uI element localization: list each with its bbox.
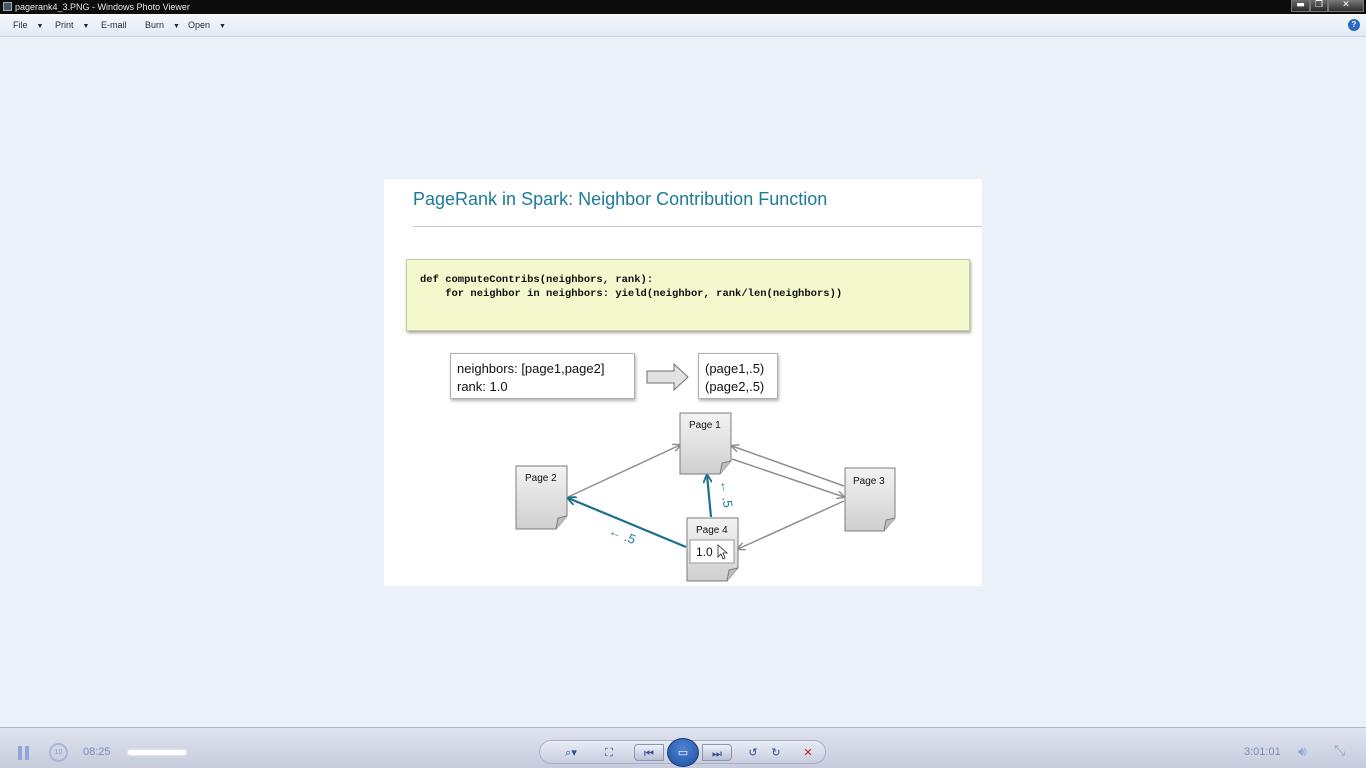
rotate-right-icon[interactable]: ↻	[771, 746, 781, 759]
page1-label: Page 1	[689, 420, 721, 431]
pause-button[interactable]	[17, 746, 30, 760]
contrib-label-page1: ← .5	[717, 479, 736, 508]
output-pair: (page2,.5)	[705, 379, 765, 394]
menu-bar: File ▼ Print ▼ E-mail Burn ▼ Open ▼ ?	[0, 14, 1366, 37]
neighbors-text: neighbors: [page1,page2]	[457, 361, 605, 376]
chevron-down-icon: ▼	[82, 23, 90, 30]
minimize-button[interactable]: ▬	[1291, 0, 1310, 12]
page2-node: Page 2	[515, 465, 568, 530]
help-icon[interactable]: ?	[1348, 19, 1360, 31]
pagerank-graph-diagram: Page 1 Page 2 Page 3 Page 4 1.0 ← .5 ← .…	[515, 362, 896, 582]
page3-label: Page 3	[853, 476, 885, 487]
pause-icon	[18, 746, 22, 760]
page4-node: Page 4 1.0	[686, 517, 739, 582]
page1-node: Page 1	[679, 412, 732, 475]
open-menu-label: Open	[188, 20, 211, 30]
maximize-button[interactable]: ❐	[1310, 0, 1328, 12]
rank-text: rank: 1.0	[457, 379, 508, 394]
page3-node: Page 3	[844, 467, 896, 532]
seek-progress-bar[interactable]	[128, 750, 186, 755]
email-label: E-mail	[101, 20, 127, 30]
page4-label: Page 4	[696, 525, 728, 536]
chevron-down-icon: ▼	[173, 23, 180, 30]
open-menu[interactable]: Open ▼	[188, 14, 226, 37]
close-button[interactable]: ✕	[1328, 0, 1364, 12]
print-menu[interactable]: Print ▼	[55, 14, 89, 37]
rotate-left-icon[interactable]: ↺	[748, 746, 758, 759]
file-menu-label: File	[13, 20, 28, 30]
displayed-image: PageRank in Spark: Neighbor Contribution…	[384, 179, 982, 586]
rewind-10-button[interactable]: 10	[49, 743, 68, 762]
mouse-cursor-icon	[717, 544, 729, 560]
slideshow-button[interactable]: ▭	[667, 738, 699, 767]
slide-title: PageRank in Spark: Neighbor Contribution…	[413, 189, 828, 209]
code-line: def computeContribs(neighbors, rank):	[420, 274, 654, 286]
playback-bar: 10 08:25 ⌕▾ ⛶ ⏮ ▭ ⏭ ↺ ↻ ✕ 3:01:01 🔊︎ ⤡	[0, 727, 1366, 768]
file-menu[interactable]: File ▼	[13, 14, 43, 37]
email-button[interactable]: E-mail	[101, 14, 127, 37]
contrib-edge-page4-to-page1	[707, 475, 711, 518]
contrib-edge-page4-to-page2	[568, 498, 687, 549]
chevron-down-icon: ▼	[219, 23, 226, 30]
zoom-icon[interactable]: ⌕▾	[565, 746, 577, 759]
code-line: for neighbor in neighbors: yield(neighbo…	[420, 288, 843, 300]
previous-button[interactable]: ⏮	[634, 744, 664, 761]
volume-icon[interactable]: 🔊︎	[1298, 744, 1307, 760]
output-values-box: (page1,.5) (page2,.5)	[698, 353, 778, 399]
title-divider	[413, 226, 982, 227]
input-values-box: neighbors: [page1,page2] rank: 1.0	[450, 353, 635, 399]
pause-icon	[25, 746, 29, 760]
elapsed-time: 08:25	[83, 746, 111, 758]
burn-menu[interactable]: Burn ▼	[145, 14, 180, 37]
delete-icon[interactable]: ✕	[803, 746, 813, 759]
next-button[interactable]: ⏭	[702, 744, 732, 761]
edge-page1-to-page3	[731, 458, 844, 497]
output-pair: (page1,.5)	[705, 361, 765, 376]
actual-size-icon[interactable]: ⛶	[605, 746, 613, 759]
window-title: pagerank4_3.PNG - Windows Photo Viewer	[15, 2, 190, 12]
transform-arrow-icon	[646, 362, 689, 392]
total-time: 3:01:01	[1244, 746, 1281, 758]
page2-label: Page 2	[525, 473, 557, 484]
burn-menu-label: Burn	[145, 20, 165, 30]
chevron-down-icon: ▼	[36, 23, 44, 30]
photo-viewer-app-icon	[3, 2, 12, 11]
edge-page3-to-page1	[732, 446, 845, 487]
exit-fullscreen-icon[interactable]: ⤡	[1334, 743, 1346, 759]
print-menu-label: Print	[55, 20, 74, 30]
page4-rank-value: 1.0	[696, 545, 713, 559]
viewer-toolbar: ⌕▾ ⛶ ⏮ ▭ ⏭ ↺ ↻ ✕	[539, 738, 826, 767]
edge-page2-to-page1	[567, 445, 680, 498]
title-bar: pagerank4_3.PNG - Windows Photo Viewer ▬…	[0, 0, 1366, 14]
contrib-label-page2: ← .5	[607, 523, 638, 547]
edge-page3-to-page4	[738, 500, 845, 549]
code-block: def computeContribs(neighbors, rank): fo…	[406, 259, 970, 331]
